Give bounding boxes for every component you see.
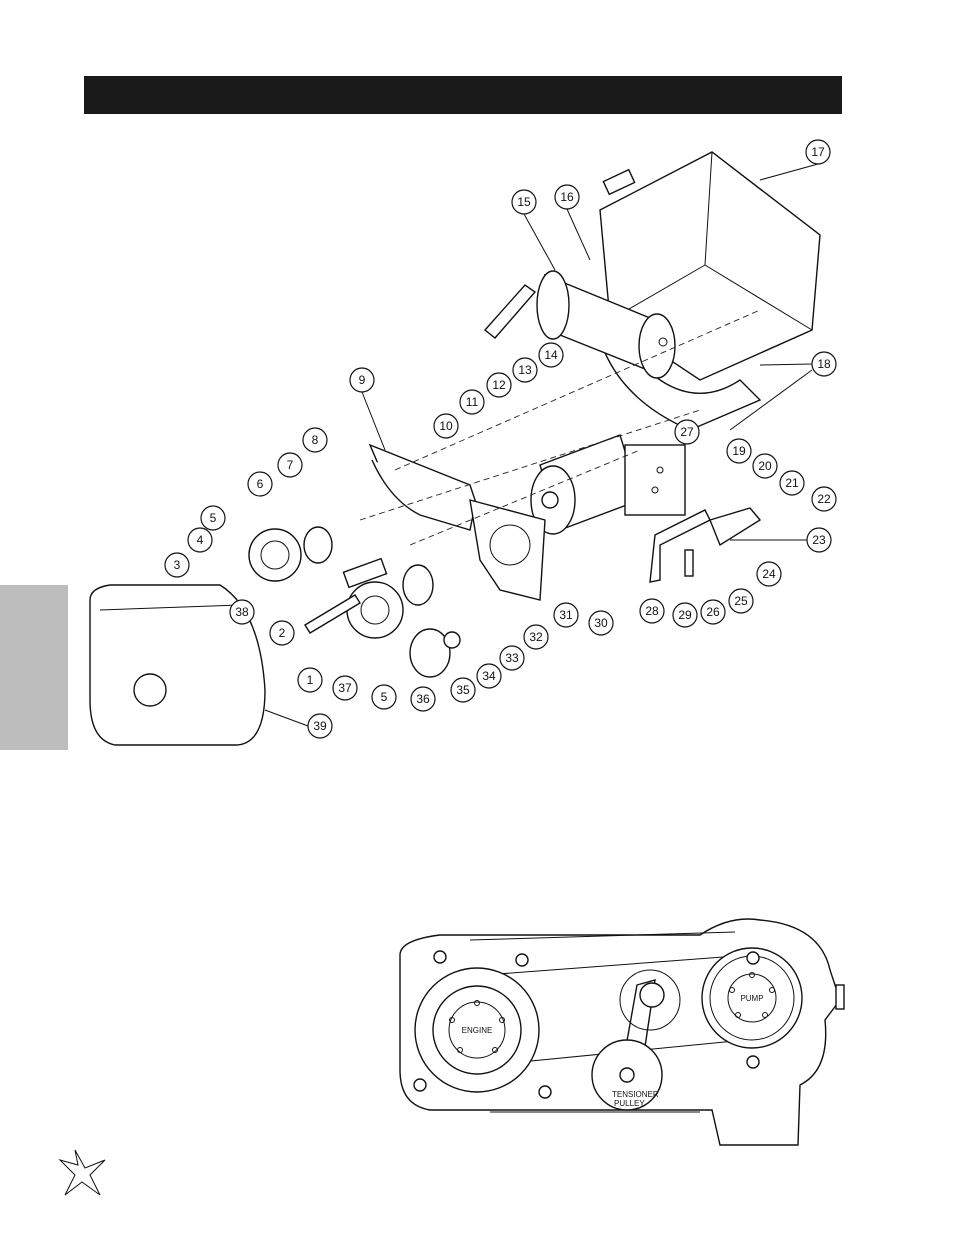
callout-number: 24	[762, 567, 776, 581]
callout-number: 11	[466, 395, 479, 409]
callout-27: 27	[674, 419, 700, 445]
callout-number: 30	[594, 616, 608, 630]
filter-cylinder	[483, 270, 676, 379]
pump-pulley	[701, 947, 803, 1049]
callout-number: 35	[456, 683, 470, 697]
callout-number: 4	[197, 533, 204, 547]
callout-37: 37	[332, 675, 358, 701]
callout-7: 7	[277, 452, 303, 478]
callout-number: 16	[560, 190, 574, 204]
callout-5: 5	[200, 505, 226, 531]
callout-32: 32	[523, 624, 549, 650]
callout-38: 38	[229, 599, 255, 625]
callout-number: 2	[279, 626, 286, 640]
callout-number: 13	[518, 363, 532, 377]
callout-number: 32	[529, 630, 543, 644]
mounting-bracket	[368, 443, 546, 601]
callout-number: 12	[492, 378, 506, 392]
callout-number: 22	[817, 492, 831, 506]
callout-number: 9	[359, 373, 366, 387]
brand-logo	[58, 1149, 106, 1196]
callout-25: 25	[728, 588, 754, 614]
callout-24: 24	[756, 561, 782, 587]
callout-36: 36	[410, 686, 436, 712]
callout-8: 8	[302, 427, 328, 453]
callout-10: 10	[433, 413, 459, 439]
pump-label: PUMP	[740, 994, 763, 1003]
alignment-lines	[359, 309, 761, 546]
callout-30: 30	[588, 610, 614, 636]
callout-number: 36	[416, 692, 430, 706]
callout-number: 6	[257, 477, 264, 491]
side-tab	[0, 585, 68, 750]
callout-17: 17	[805, 139, 831, 165]
callout-18: 18	[811, 351, 837, 377]
callout-number: 23	[812, 533, 826, 547]
callout-13: 13	[512, 357, 538, 383]
callout-12: 12	[486, 372, 512, 398]
callout-26: 26	[700, 599, 726, 625]
pump-assembly	[530, 434, 686, 535]
callout-number: 19	[732, 444, 746, 458]
leader-lines	[264, 163, 819, 727]
callout-number: 25	[734, 594, 748, 608]
callout-number: 7	[287, 458, 294, 472]
callout-number: 21	[785, 476, 799, 490]
tensioner-parts	[649, 507, 762, 583]
callout-number: 20	[758, 459, 772, 473]
callout-14: 14	[538, 342, 564, 368]
callout-23: 23	[806, 527, 832, 553]
callout-15: 15	[511, 189, 537, 215]
callout-number: 18	[817, 357, 831, 371]
callout-number: 3	[174, 558, 181, 572]
callout-number: 1	[307, 673, 314, 687]
tensioner-label-line2: PULLEY	[614, 1099, 645, 1108]
callout-6: 6	[247, 471, 273, 497]
header-bar	[84, 76, 842, 114]
belt-guard-cover	[89, 584, 266, 746]
callout-5b: 5	[371, 684, 397, 710]
callout-number: 38	[235, 605, 249, 619]
callout-29: 29	[672, 602, 698, 628]
callout-33: 33	[499, 645, 525, 671]
pulleys	[248, 526, 461, 678]
callout-39: 39	[307, 713, 333, 739]
callout-34: 34	[476, 663, 502, 689]
tensioner-label-line1: TENSIONER	[612, 1090, 659, 1099]
callout-22: 22	[811, 486, 837, 512]
callout-number: 10	[439, 419, 453, 433]
callout-number: 33	[505, 651, 519, 665]
callout-number: 5	[210, 511, 217, 525]
callout-1: 1	[297, 667, 323, 693]
belt-routing-diagram: ENGINE PUMP TENSIONER PULLEY	[399, 918, 845, 1146]
callout-4: 4	[187, 527, 213, 553]
callout-9: 9	[349, 367, 375, 393]
callout-number: 5	[381, 690, 388, 704]
callout-3: 3	[164, 552, 190, 578]
callout-11: 11	[459, 389, 485, 415]
callout-19: 19	[726, 438, 752, 464]
engine-label: ENGINE	[462, 1026, 493, 1035]
callout-number: 27	[680, 425, 694, 439]
callout-21: 21	[779, 470, 805, 496]
callout-16: 16	[554, 184, 580, 210]
callout-number: 39	[313, 719, 327, 733]
callout-number: 26	[706, 605, 720, 619]
callout-31: 31	[553, 602, 579, 628]
callout-2: 2	[269, 620, 295, 646]
callout-number: 15	[517, 195, 531, 209]
callout-number: 17	[811, 145, 825, 159]
callout-20: 20	[752, 453, 778, 479]
callout-28: 28	[639, 598, 665, 624]
callout-number: 29	[678, 608, 692, 622]
callout-number: 14	[544, 348, 558, 362]
callout-number: 31	[559, 608, 573, 622]
callout-number: 34	[482, 669, 496, 683]
callout-number: 28	[645, 604, 659, 618]
callout-35: 35	[450, 677, 476, 703]
callout-number: 8	[312, 433, 319, 447]
callout-number: 37	[338, 681, 352, 695]
